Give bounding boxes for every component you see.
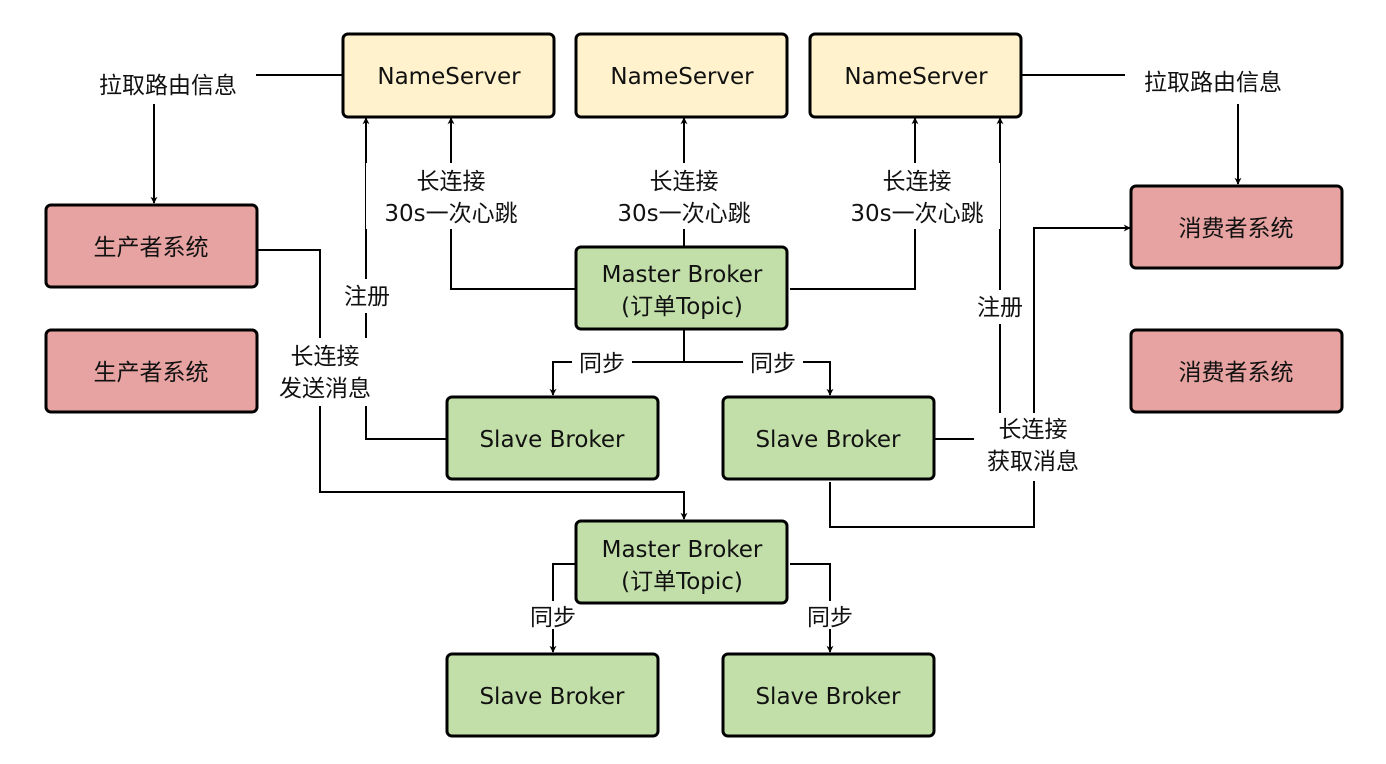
label-pull-route-right: 拉取路由信息 bbox=[1125, 66, 1301, 104]
svg-text:Slave Broker: Slave Broker bbox=[755, 684, 901, 710]
producer-node-1: 生产者系统 bbox=[44, 203, 259, 289]
nameserver-node-3: NameServer bbox=[808, 32, 1023, 119]
svg-text:消费者系统: 消费者系统 bbox=[1179, 360, 1294, 386]
label-pull-route-left: 拉取路由信息 bbox=[80, 66, 256, 104]
svg-text:Master Broker: Master Broker bbox=[602, 537, 763, 563]
label-sync-master2-left: 同步 bbox=[523, 601, 583, 631]
producer-node-2: 生产者系统 bbox=[44, 328, 259, 414]
label-fetch-message: 长连接 获取消息 bbox=[974, 413, 1092, 481]
svg-text:NameServer: NameServer bbox=[610, 64, 754, 90]
slave-broker-node-2: Slave Broker bbox=[721, 395, 936, 481]
label-send-message: 长连接 发送消息 bbox=[266, 338, 384, 406]
svg-text:同步: 同步 bbox=[579, 351, 625, 377]
label-heartbeat-left: 长连接 30s一次心跳 bbox=[366, 163, 534, 229]
svg-text:长连接: 长连接 bbox=[883, 169, 952, 195]
svg-text:生产者系统: 生产者系统 bbox=[94, 235, 209, 261]
master-broker-node-1: Master Broker (订单Topic) bbox=[574, 245, 789, 331]
label-register-right: 注册 bbox=[971, 290, 1029, 324]
label-heartbeat-right: 长连接 30s一次心跳 bbox=[832, 163, 1000, 229]
slave-broker-node-1: Slave Broker bbox=[445, 395, 660, 481]
nameserver-node-1: NameServer bbox=[341, 32, 556, 119]
consumer-node-2: 消费者系统 bbox=[1129, 328, 1344, 414]
label-sync-master1-left: 同步 bbox=[572, 350, 632, 377]
svg-text:长连接: 长连接 bbox=[650, 169, 719, 195]
slave-broker-node-4: Slave Broker bbox=[721, 652, 936, 738]
label-register-left: 注册 bbox=[338, 279, 396, 313]
nameserver-node-2: NameServer bbox=[574, 32, 789, 119]
svg-text:拉取路由信息: 拉取路由信息 bbox=[1144, 70, 1282, 96]
label-heartbeat-middle: 长连接 30s一次心跳 bbox=[600, 163, 768, 229]
slave-broker-node-3: Slave Broker bbox=[445, 652, 660, 738]
svg-text:30s一次心跳: 30s一次心跳 bbox=[850, 201, 983, 227]
svg-text:Slave Broker: Slave Broker bbox=[755, 427, 901, 453]
svg-text:(订单Topic): (订单Topic) bbox=[621, 569, 743, 595]
svg-text:同步: 同步 bbox=[807, 605, 853, 631]
svg-text:获取消息: 获取消息 bbox=[987, 449, 1079, 475]
svg-text:同步: 同步 bbox=[530, 605, 576, 631]
svg-text:长连接: 长连接 bbox=[417, 169, 486, 195]
svg-text:长连接: 长连接 bbox=[999, 417, 1068, 443]
svg-text:生产者系统: 生产者系统 bbox=[94, 360, 209, 386]
svg-text:同步: 同步 bbox=[750, 351, 796, 377]
svg-text:Master Broker: Master Broker bbox=[602, 262, 763, 288]
svg-text:(订单Topic): (订单Topic) bbox=[621, 294, 743, 320]
svg-text:30s一次心跳: 30s一次心跳 bbox=[617, 201, 750, 227]
label-sync-master2-right: 同步 bbox=[800, 601, 860, 631]
svg-text:长连接: 长连接 bbox=[291, 344, 360, 370]
svg-text:Slave Broker: Slave Broker bbox=[479, 427, 625, 453]
svg-text:NameServer: NameServer bbox=[844, 64, 988, 90]
svg-text:注册: 注册 bbox=[344, 284, 390, 310]
consumer-node-1: 消费者系统 bbox=[1129, 184, 1344, 270]
svg-text:30s一次心跳: 30s一次心跳 bbox=[384, 201, 517, 227]
svg-text:注册: 注册 bbox=[977, 295, 1023, 321]
svg-text:拉取路由信息: 拉取路由信息 bbox=[99, 73, 237, 99]
svg-text:发送消息: 发送消息 bbox=[279, 376, 371, 402]
master-broker-node-2: Master Broker (订单Topic) bbox=[574, 519, 789, 605]
connector-master1-slave2-sync bbox=[684, 361, 834, 396]
connector-slave2-consumer bbox=[829, 224, 1131, 528]
svg-text:Slave Broker: Slave Broker bbox=[479, 684, 625, 710]
connector-producer-master2 bbox=[258, 249, 688, 520]
label-sync-master1-right: 同步 bbox=[743, 350, 803, 377]
svg-text:消费者系统: 消费者系统 bbox=[1179, 216, 1294, 242]
svg-text:NameServer: NameServer bbox=[377, 64, 521, 90]
